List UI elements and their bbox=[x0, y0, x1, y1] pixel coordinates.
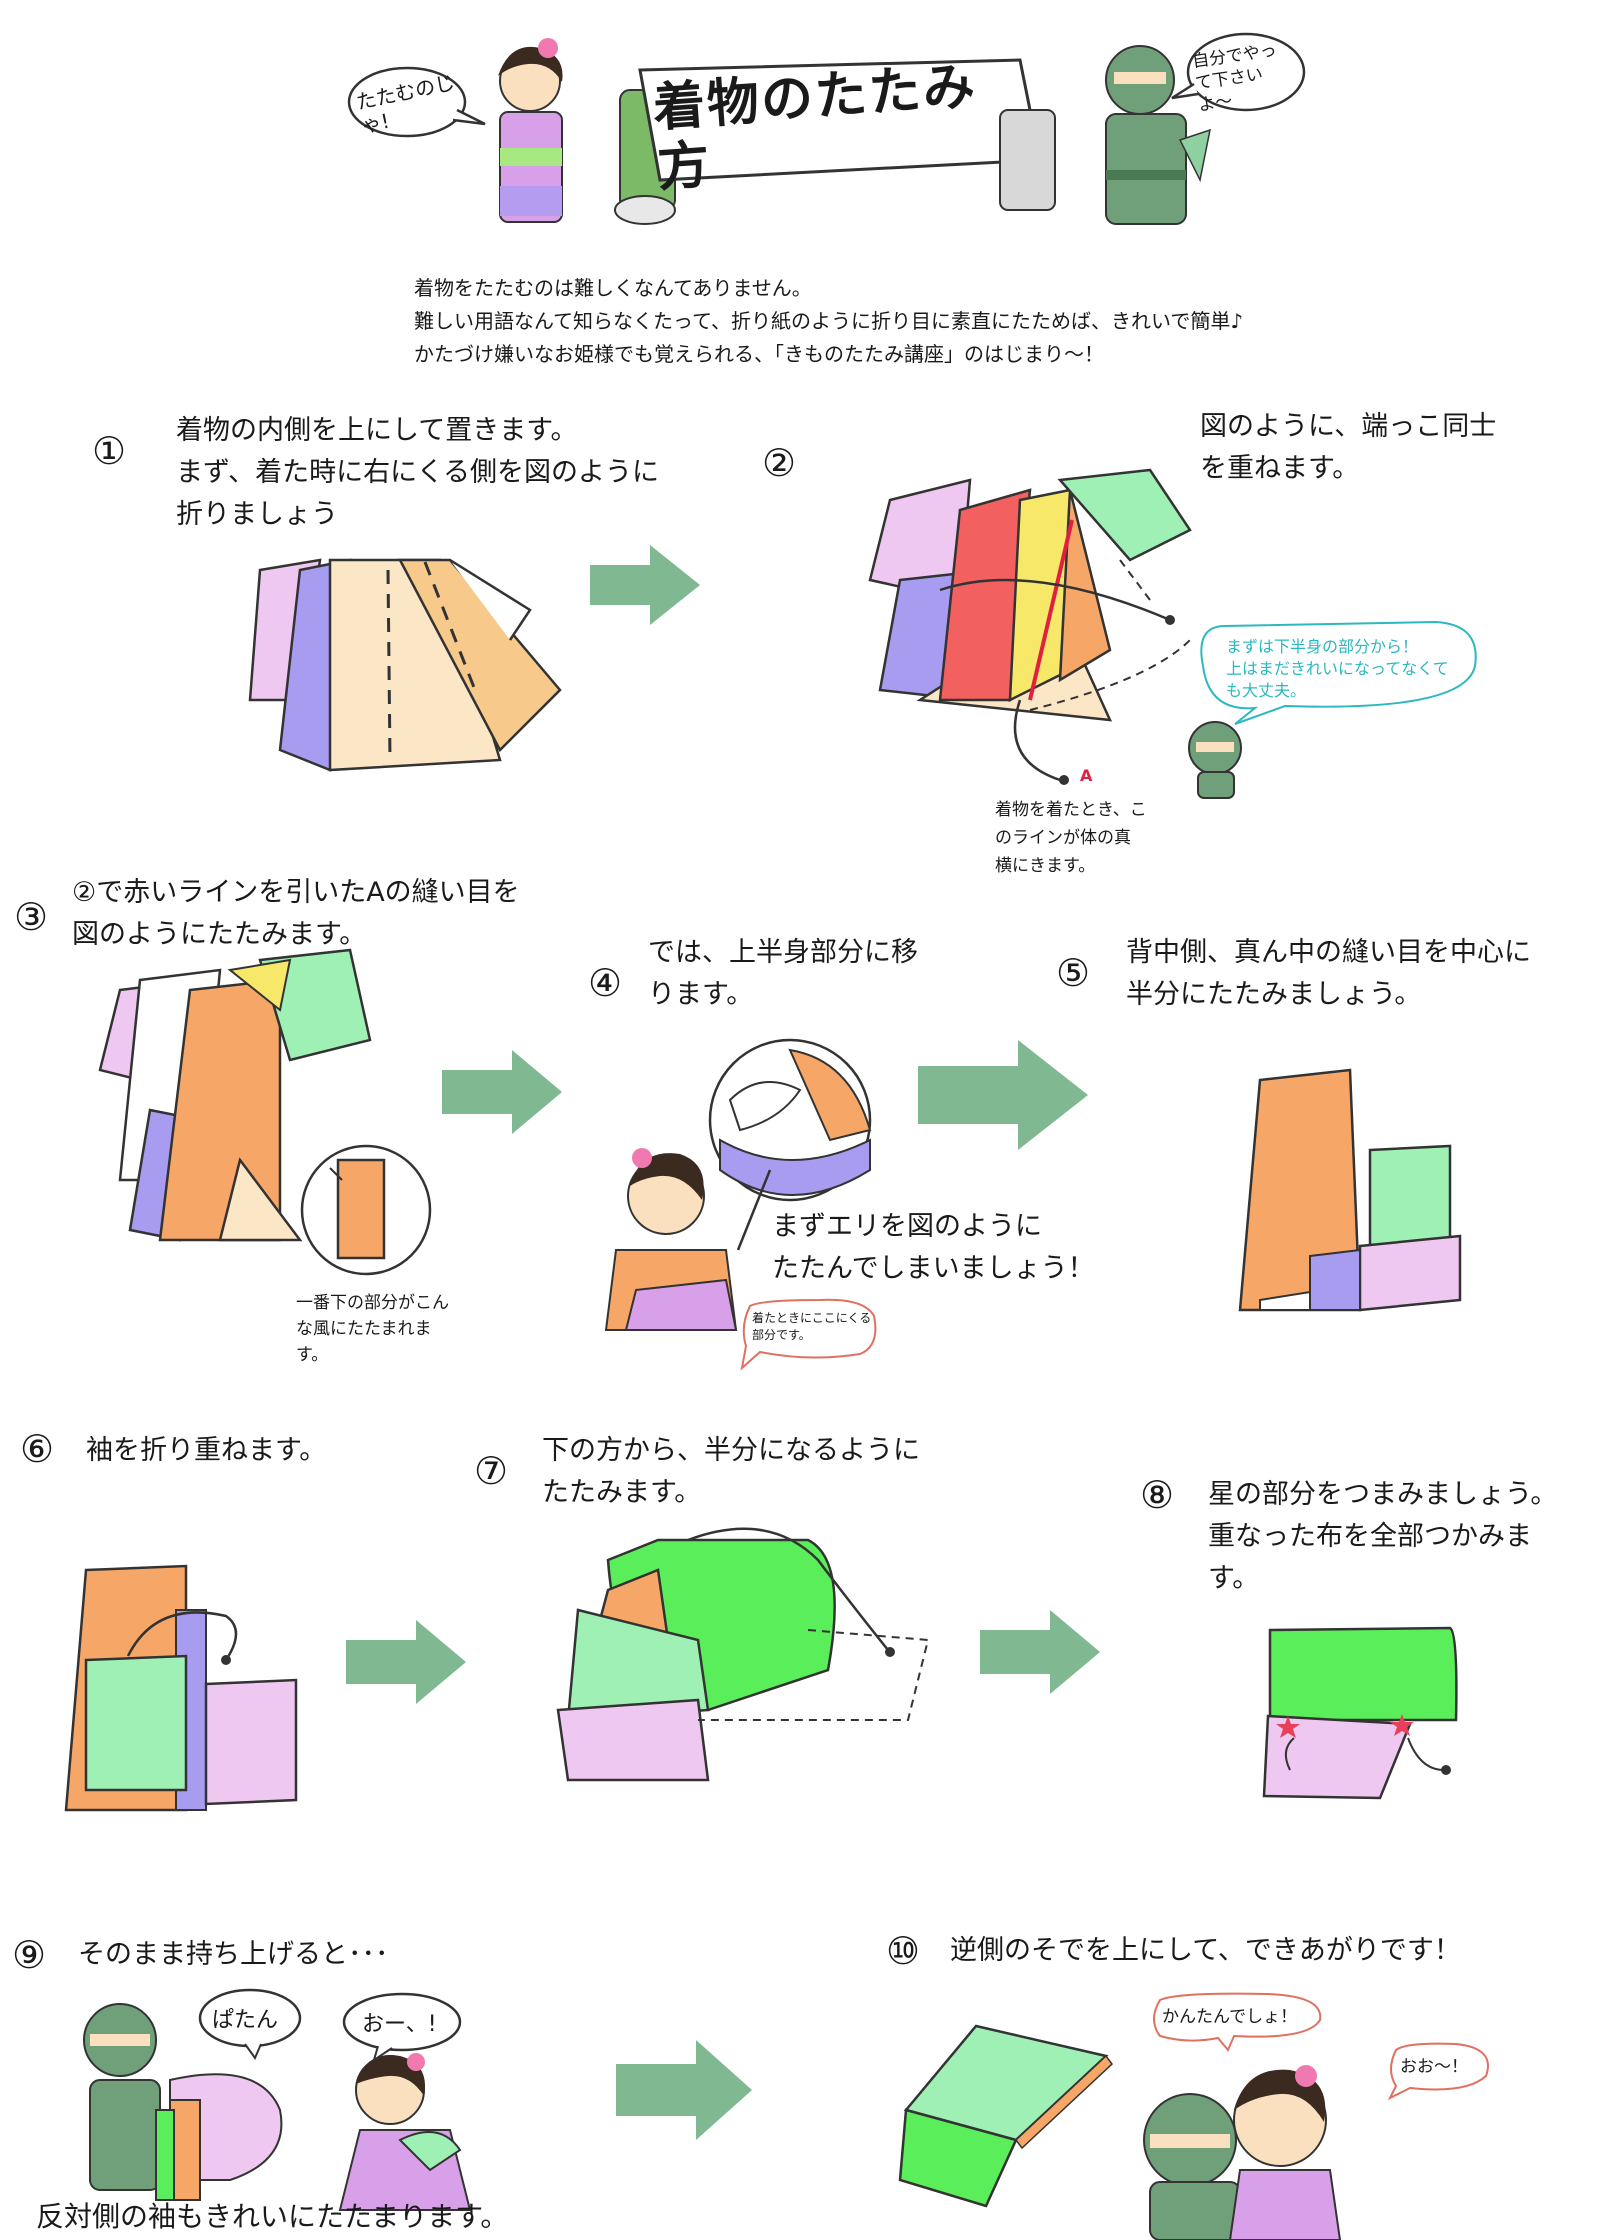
intro-line-3: かたづけ嫌いなお姫様でも覚えられる、「きものたたみ講座」のはじまり〜！ bbox=[414, 342, 1104, 366]
step-6-text: 袖を折り重ねます。 bbox=[86, 1435, 327, 1466]
step-3-kimono-illustration bbox=[98, 948, 372, 1242]
step-4-text: では、上半身部分に移 ります。 bbox=[648, 937, 918, 1010]
intro-line-2: 難しい用語なんて知らなくたって、折り紙のように折り目に素直にたためば、きれいで簡… bbox=[414, 309, 1244, 333]
star-icon bbox=[1390, 1714, 1414, 1736]
step-10-bubble-1 bbox=[1153, 1992, 1322, 2052]
arrow-right-icon bbox=[590, 545, 700, 625]
step-3-number: ③ bbox=[14, 895, 49, 939]
ninja-small-icon bbox=[1188, 721, 1242, 799]
step-5-number: ⑤ bbox=[1056, 951, 1091, 995]
ninja-illustration bbox=[1105, 45, 1211, 225]
step-9-bubble-2-text: おー、! bbox=[362, 2012, 437, 2037]
arrow-right-icon bbox=[346, 1620, 466, 1704]
bubble-right-text: 自分でやって下さいよ〜 bbox=[1191, 40, 1278, 116]
step-10-bubble-2-text: おお〜！ bbox=[1400, 2057, 1468, 2077]
step-3-detail-circle bbox=[300, 1144, 432, 1276]
princess-illustration bbox=[498, 38, 563, 223]
step-9-ninja-lifting-illustration bbox=[83, 2003, 283, 2201]
step-9-text: そのまま持ち上げると･･･ bbox=[78, 1939, 389, 1970]
princess-kneeling-illustration bbox=[338, 2053, 472, 2211]
step-10-number: ⑩ bbox=[886, 1929, 921, 1973]
speech-bubble-right bbox=[1171, 32, 1306, 112]
step-4-note-bubble bbox=[740, 1298, 877, 1371]
step-2-note-text: まずは下半身の部分から！ 上はまだきれいになってなくて も大丈夫。 bbox=[1226, 637, 1449, 700]
step-6-sleeve-illustration bbox=[64, 1564, 298, 1812]
princess-small-illustration bbox=[604, 1148, 738, 1331]
arrow-right-icon bbox=[616, 2040, 752, 2140]
step-8-text: 星の部分をつまみましょう。 重なった布を全部つかみま す。 bbox=[1208, 1479, 1558, 1594]
step-2-text: 図のように、端っこ同士 を重ねます。 bbox=[1200, 411, 1497, 484]
star-icon bbox=[1276, 1716, 1300, 1738]
step-4-text-2: まずエリを図のように たたんでしまいましょう！ bbox=[772, 1211, 1095, 1284]
step-9-bubble-1 bbox=[198, 1988, 302, 2061]
step-2-note-bubble bbox=[1200, 620, 1477, 725]
step-3-caption: 一番下の部分がこん な風にたたまれま す。 bbox=[296, 1293, 449, 1365]
step-4-collar-detail bbox=[708, 1038, 872, 1202]
step-6-number: ⑥ bbox=[20, 1427, 55, 1471]
step-1-text: 着物の内側を上にして置きます。 まず、着た時に右にくる側を図のように 折りましょ… bbox=[176, 415, 660, 530]
step-8-fold-illustration bbox=[1262, 1626, 1458, 1800]
step-1-number: ① bbox=[92, 429, 127, 473]
step-9-bubble-2 bbox=[342, 1992, 462, 2063]
step-5-folded-illustration bbox=[1238, 1068, 1462, 1312]
step-10-bubble-2 bbox=[1387, 2042, 1489, 2101]
step-5-text: 背中側、真ん中の縫い目を中心に 半分にたたみましょう。 bbox=[1126, 937, 1531, 1010]
step-2-arrow-to-a bbox=[1013, 699, 1069, 785]
header: たたむのじゃ! 着物のたたみ方 自分でやって下さいよ〜 着物をたたむのは難しくな… bbox=[0, 0, 1600, 380]
arrow-right-icon bbox=[918, 1040, 1088, 1150]
step-2-kimono-illustration bbox=[868, 468, 1192, 722]
step-3-text: ②で赤いラインを引いたAの縫い目を 図のようにたたみます。 bbox=[72, 877, 520, 950]
step-7-fold-illustration bbox=[556, 1527, 930, 1782]
step-7-number: ⑦ bbox=[474, 1449, 509, 1493]
step-7-text: 下の方から、半分になるように たたみます。 bbox=[542, 1435, 920, 1508]
step-10-text: 逆側のそでを上にして、できあがりです！ bbox=[950, 1935, 1461, 1966]
intro-line-1: 着物をたたむのは難しくなんてありません。 bbox=[414, 276, 812, 300]
step-9-number: ⑨ bbox=[12, 1933, 47, 1977]
step-9-caption: 反対側の袖もきれいにたたまります。 bbox=[36, 2200, 509, 2233]
title-scroll-banner bbox=[614, 58, 1056, 225]
step-10-finished-illustration bbox=[898, 2024, 1114, 2208]
step-9-bubble-1-text: ぱたん bbox=[212, 2008, 279, 2033]
speech-bubble-left bbox=[347, 66, 486, 138]
step-2-label-a: A bbox=[1080, 766, 1093, 785]
arrow-right-icon bbox=[980, 1610, 1100, 1694]
step-8-number: ⑧ bbox=[1140, 1473, 1175, 1517]
step-4-note-text: 着たときにここにくる 部分です。 bbox=[752, 1311, 872, 1342]
step-2-caption: 着物を着たとき、こ のラインが体の真 横にきます。 bbox=[995, 800, 1147, 876]
step-4-number: ④ bbox=[588, 961, 623, 1005]
step-4-pointer-line bbox=[736, 1169, 772, 1251]
step-2-number: ② bbox=[762, 441, 797, 485]
arrow-right-icon bbox=[442, 1050, 562, 1134]
step-1-kimono-illustration bbox=[248, 558, 562, 772]
ninja-and-princess-illustration bbox=[1143, 2065, 1342, 2240]
intro-text: 着物をたたむのは難しくなんてありません。 難しい用語なんて知らなくたって、折り紙… bbox=[414, 272, 1514, 371]
step-10-bubble-1-text: かんたんでしょ！ bbox=[1162, 2007, 1298, 2027]
